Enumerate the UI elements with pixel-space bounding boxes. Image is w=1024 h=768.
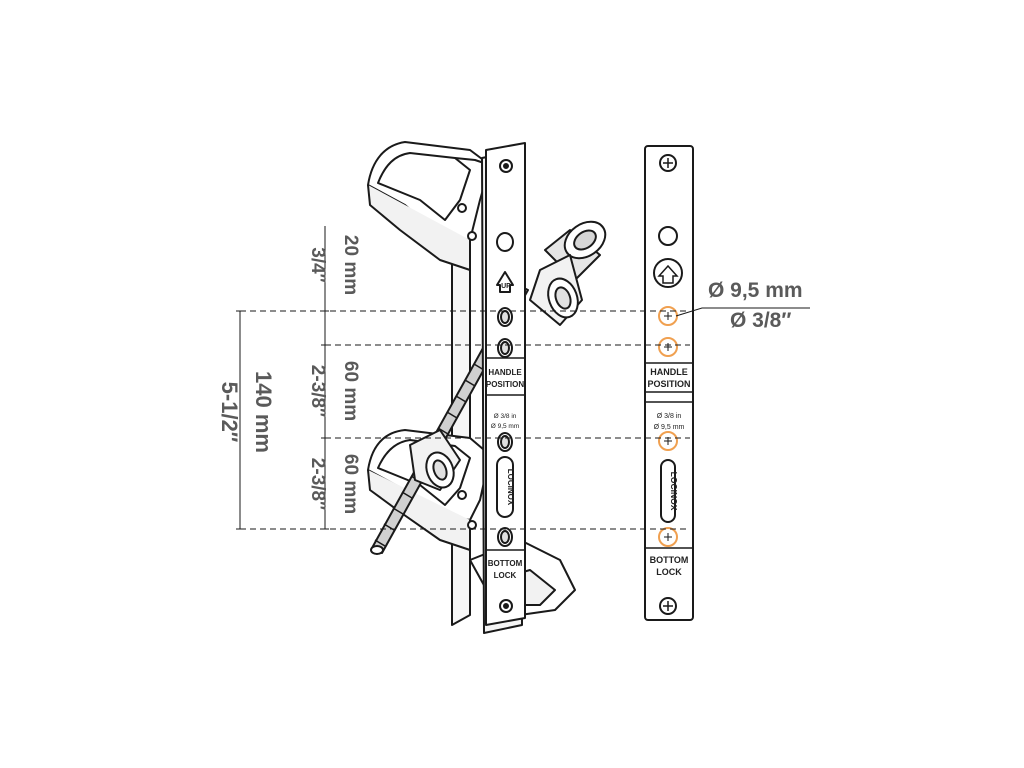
dim-5-1-2in: 5-1/2″ (217, 382, 242, 443)
bottom-adjustment-knob (409, 429, 461, 491)
dim-2-3-8in-lower: 2-3/8″ (307, 458, 328, 510)
front-plate-3d (481, 142, 526, 634)
bottom-label-3d: BOTTOM (488, 559, 523, 568)
dim-60mm-lower: 60 mm (340, 454, 361, 514)
handle-label: HANDLE (650, 367, 688, 377)
hole-mm-label: Ø 9,5 mm (654, 424, 685, 431)
hole-in-label-3d: Ø 3/8 in (494, 413, 517, 420)
hole-mm-label-3d: Ø 9,5 mm (491, 423, 520, 430)
dim-2-3-8in-upper: 2-3/8″ (307, 365, 328, 417)
hole-diameter-mm: Ø 9,5 mm (708, 279, 803, 302)
up-label-3d: UP (501, 283, 511, 290)
dimension-lines (236, 226, 810, 530)
dim-60mm-upper: 60 mm (340, 361, 361, 421)
brand-slot (660, 459, 676, 523)
lock-assembly-3d (367, 141, 607, 634)
adjustment-knob (529, 220, 607, 326)
hole-in-label: Ø 3/8 in (657, 413, 682, 420)
brand-logo: LOCINOX (669, 472, 679, 511)
dim-20mm: 20 mm (340, 235, 361, 295)
position-label: POSITION (647, 379, 690, 389)
handle-label-3d: HANDLE (488, 368, 522, 377)
lock-label: LOCK (656, 567, 682, 577)
brand-logo-3d: LOCINOX (506, 469, 515, 506)
lock-label-3d: LOCK (494, 571, 517, 580)
hole-diameter-in: Ø 3/8″ (730, 309, 791, 332)
dim-3-4in: 3/4″ (307, 247, 328, 283)
front-plate-view (644, 145, 694, 621)
position-label-3d: POSITION (486, 380, 524, 389)
bottom-label: BOTTOM (650, 555, 689, 565)
dim-140mm: 140 mm (251, 371, 276, 453)
